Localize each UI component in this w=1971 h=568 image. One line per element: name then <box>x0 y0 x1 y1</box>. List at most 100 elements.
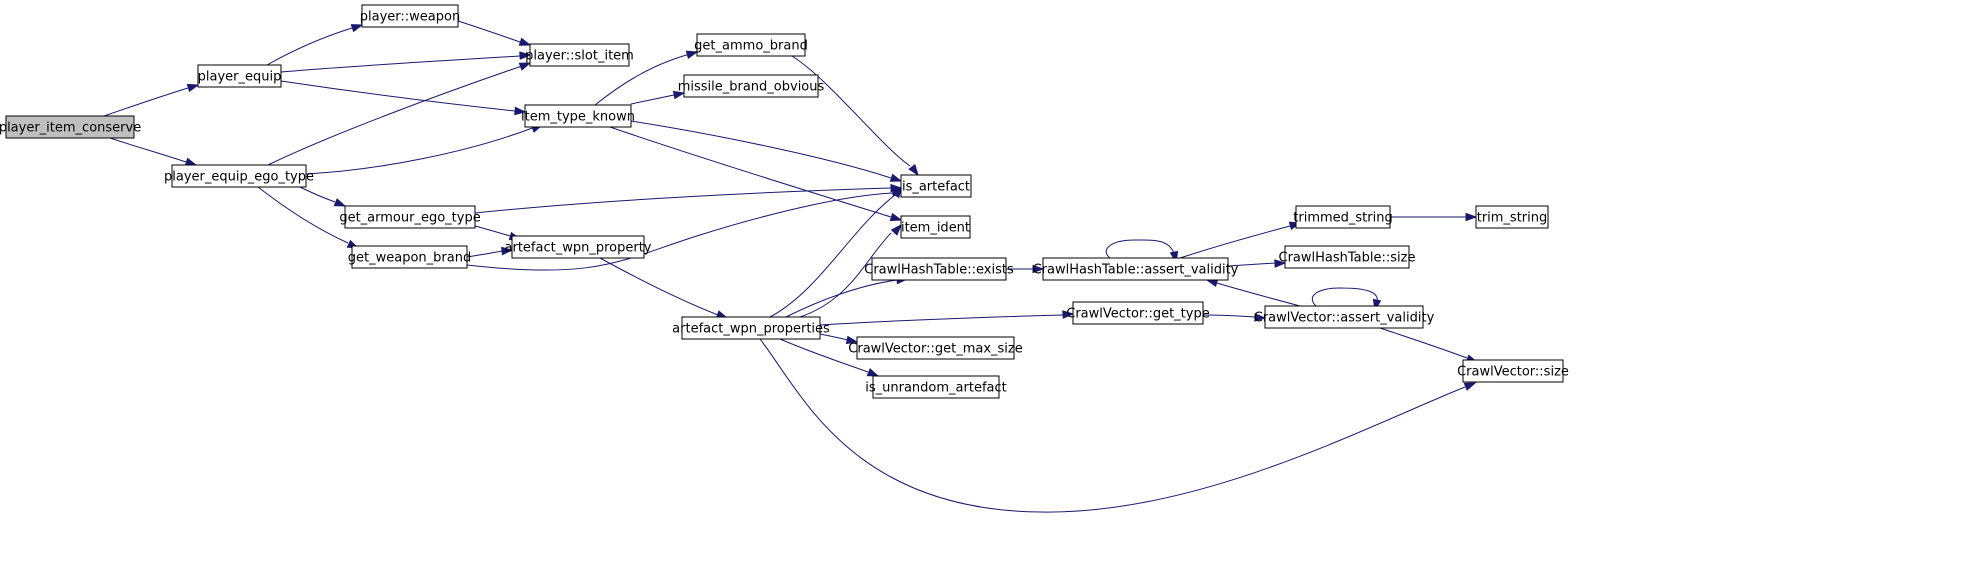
node-player-equip[interactable]: player_equip <box>197 64 282 88</box>
edge-n1-n3 <box>266 24 364 66</box>
node-crawlhashtable-assert-validity[interactable]: CrawlHashTable::assert_validity <box>1033 257 1239 281</box>
node-is-artefact[interactable]: is_artefact <box>900 174 972 198</box>
node-box[interactable] <box>872 375 1000 399</box>
edge-arrowhead <box>186 83 200 93</box>
edge-arrowhead <box>1465 212 1478 222</box>
node-player-slot-item[interactable]: player::slot_item <box>525 43 634 67</box>
node-box[interactable] <box>696 33 806 57</box>
edge-line <box>466 192 894 271</box>
node-box[interactable] <box>1462 359 1564 383</box>
edge-n13-n9 <box>799 223 902 318</box>
node-box[interactable] <box>1042 257 1229 281</box>
node-box[interactable] <box>524 104 632 128</box>
node-player-weapon[interactable]: player::weapon <box>360 4 460 28</box>
node-get-armour-ego-type[interactable]: get_armour_ego_type <box>339 205 481 229</box>
node-player-item-conserve[interactable]: player_item_conserve <box>0 115 141 139</box>
node-box[interactable] <box>1475 205 1549 229</box>
node-box[interactable] <box>683 74 819 98</box>
edge-n2-n10 <box>299 186 347 207</box>
edge-n5-n8 <box>630 120 903 182</box>
node-box[interactable] <box>344 205 476 229</box>
node-label: player_equip_ego_type <box>164 170 314 185</box>
node-trim-string[interactable]: trim_string <box>1475 205 1549 229</box>
node-box[interactable] <box>511 235 645 259</box>
edge-arrowhead <box>889 212 903 222</box>
edge-n13-n21 <box>819 333 859 345</box>
edge-line <box>280 55 521 73</box>
node-crawlvector-assert-validity[interactable]: CrawlVector::assert_validity <box>1254 305 1435 329</box>
edge-arrowhead <box>1254 313 1267 322</box>
node-crawlvector-size[interactable]: CrawlVector::size <box>1457 359 1569 383</box>
edge-line <box>280 80 516 112</box>
node-missile-brand-obvious[interactable]: missile_brand_obvious <box>678 74 825 98</box>
edge-line <box>299 186 336 203</box>
node-trimmed-string[interactable]: trimmed_string <box>1293 205 1393 229</box>
edge-arrowhead <box>518 37 532 46</box>
node-box[interactable] <box>1072 301 1204 325</box>
edge-line <box>785 279 898 318</box>
node-get-ammo-brand[interactable]: get_ammo_brand <box>694 33 808 57</box>
edge-n0-n2 <box>109 137 198 166</box>
node-label: CrawlVector::get_max_size <box>848 342 1022 357</box>
edge-n13-n14 <box>785 275 909 318</box>
edge-n13-n8 <box>769 185 902 318</box>
node-label: artefact_wpn_property <box>505 241 652 256</box>
edge-line <box>1227 262 1276 267</box>
edge-line <box>1179 225 1291 259</box>
edge-n16-n17 <box>1390 212 1478 222</box>
node-is-unrandom-artefact[interactable]: is_unrandom_artefact <box>865 375 1007 399</box>
node-label: player::slot_item <box>525 49 634 64</box>
edge-arrowhead <box>333 198 347 207</box>
node-box[interactable] <box>197 64 282 88</box>
node-box[interactable] <box>900 174 972 198</box>
node-box[interactable] <box>1284 245 1410 269</box>
node-box[interactable] <box>1264 305 1424 329</box>
node-box[interactable] <box>361 4 459 28</box>
node-box[interactable] <box>871 257 1007 281</box>
node-item-type-known[interactable]: item_type_known <box>521 104 635 128</box>
node-box[interactable] <box>681 316 821 340</box>
edge-n2-n5 <box>305 124 544 175</box>
call-graph-nodes: player_item_conserve player_equip player_e… <box>0 4 1569 399</box>
node-label: item_type_known <box>521 110 635 125</box>
edge-line <box>457 20 521 43</box>
edge-arrowhead <box>1274 259 1287 268</box>
edge-line <box>769 194 896 318</box>
node-artefact-wpn-properties[interactable]: artefact_wpn_properties <box>672 316 830 340</box>
node-get-weapon-brand[interactable]: get_weapon_brand <box>348 245 471 269</box>
node-label: CrawlHashTable::size <box>1279 251 1416 266</box>
node-crawlvector-get-max-size[interactable]: CrawlVector::get_max_size <box>848 336 1023 360</box>
node-artefact-wpn-property[interactable]: artefact_wpn_property <box>505 235 652 259</box>
node-box[interactable] <box>900 215 971 239</box>
node-crawlhashtable-size[interactable]: CrawlHashTable::size <box>1279 245 1416 269</box>
edge-line <box>466 250 503 258</box>
edge-line <box>474 225 511 237</box>
edge-n6-n8 <box>791 55 919 177</box>
node-label: trimmed_string <box>1293 211 1392 226</box>
edge-n13-n19 <box>819 310 1075 326</box>
edge-n2-n4 <box>267 62 532 166</box>
node-box[interactable] <box>171 164 307 188</box>
node-box[interactable] <box>5 115 135 139</box>
node-box[interactable] <box>1295 205 1391 229</box>
edge-arrowhead <box>889 173 903 182</box>
node-player-equip-ego-type[interactable]: player_equip_ego_type <box>164 164 314 188</box>
edge-line <box>267 65 523 166</box>
edge-arrowhead <box>672 90 686 100</box>
edge-line <box>630 120 892 179</box>
node-item-ident[interactable]: item_ident <box>900 215 971 239</box>
node-box[interactable] <box>856 336 1015 360</box>
node-label: artefact_wpn_properties <box>672 322 830 337</box>
node-box[interactable] <box>351 245 468 269</box>
node-label: player_item_conserve <box>0 121 141 136</box>
edge-arrowhead <box>1463 382 1477 391</box>
edge-line <box>819 314 1064 326</box>
node-box[interactable] <box>529 43 630 67</box>
node-crawlvector-get-type[interactable]: CrawlVector::get_type <box>1066 301 1210 325</box>
node-crawlhashtable-exists[interactable]: CrawlHashTable::exists <box>864 257 1014 281</box>
edge-arrowhead <box>866 368 880 377</box>
edge-n5-n6 <box>594 50 699 106</box>
edge-n5-n7 <box>630 90 686 105</box>
edge-arrowhead <box>845 335 859 345</box>
